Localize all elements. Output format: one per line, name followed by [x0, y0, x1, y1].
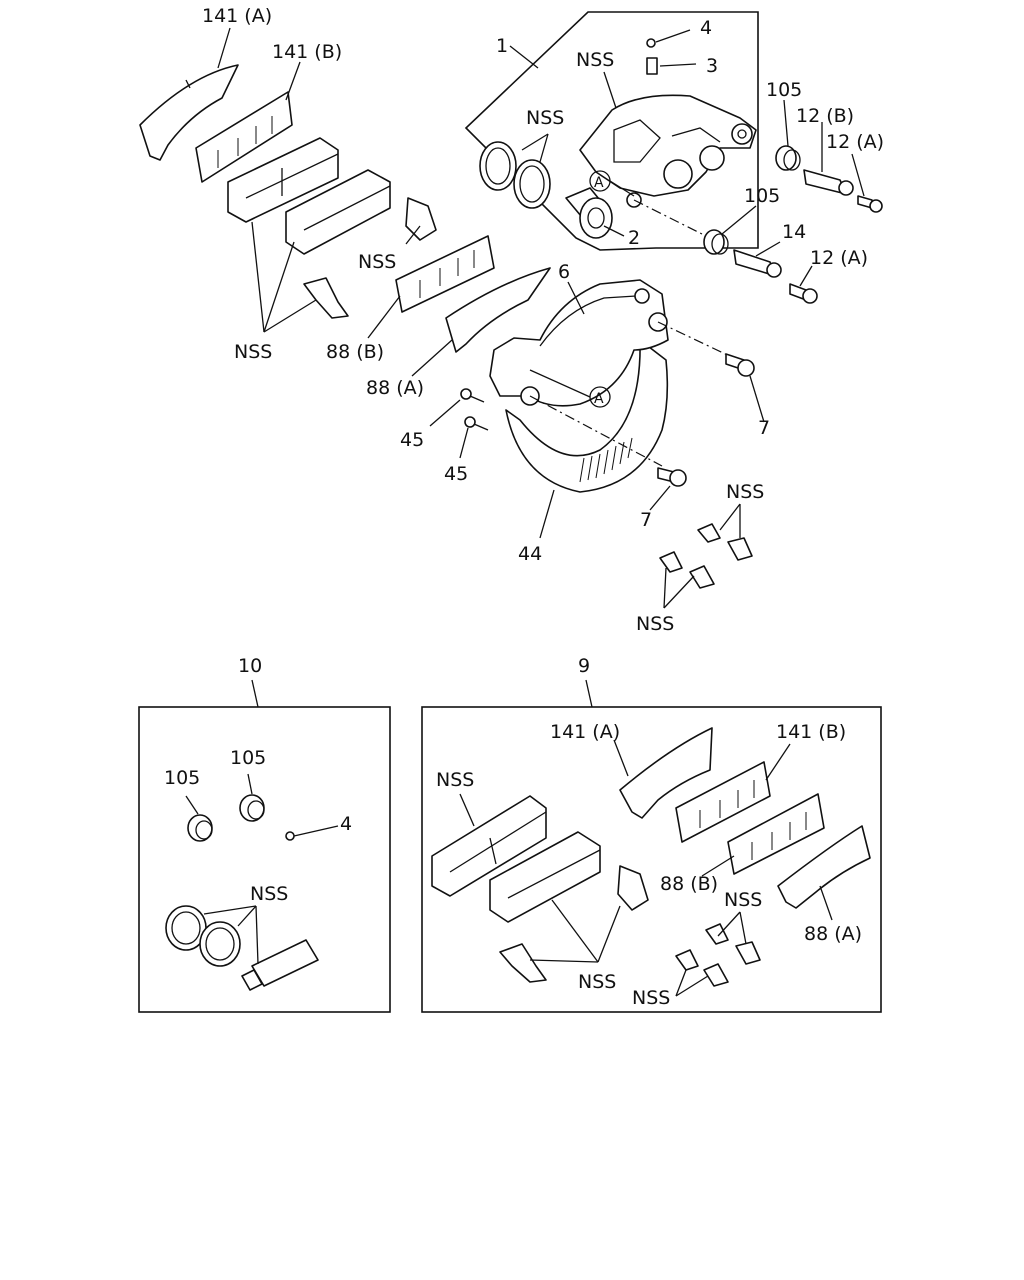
label-kit10-105a: 105 [164, 767, 200, 789]
label-44: 44 [518, 543, 542, 565]
kit10-grease-tube [241, 939, 319, 991]
callout-labels: 141 (A) 141 (B) 1 4 3 NSS NSS 105 12 (B)… [164, 5, 884, 1009]
label-12b: 12 (B) [796, 105, 854, 127]
kit10-cap-4 [285, 831, 295, 841]
label-105-mid: 105 [744, 185, 780, 207]
shield-bolt-45-upper [460, 388, 485, 403]
shim-88b-top [395, 235, 495, 313]
kit9-shim-88b [727, 793, 825, 875]
label-kit9-141a: 141 (A) [550, 721, 620, 743]
label-88b-top: 88 (B) [326, 341, 384, 363]
kit9-shim-88a [777, 825, 871, 909]
label-88a-top: 88 (A) [366, 377, 424, 399]
bleeder-cap [646, 38, 656, 48]
shim-141b-top [195, 91, 293, 183]
dust-shield-44 [505, 339, 669, 493]
kit9-shim-141a [619, 727, 713, 819]
kit9-leaders [459, 739, 833, 997]
kit10-boot-105a [187, 814, 213, 842]
label-12a-top: 12 (A) [826, 131, 884, 153]
label-nss-clip-top: NSS [358, 251, 396, 273]
label-kit10-4: 4 [340, 813, 352, 835]
label-14: 14 [782, 221, 806, 243]
pad-clips-right-upper [697, 523, 753, 561]
bracket-bolt-7-right [725, 353, 755, 377]
label-7-lower: 7 [640, 509, 652, 531]
label-45-upper: 45 [400, 429, 424, 451]
leader-lines-top [217, 27, 865, 609]
label-nss-pads-left: NSS [234, 341, 272, 363]
piston-seal-ring-1 [479, 141, 517, 191]
centerline-lower-1 [657, 321, 739, 361]
label-4-top: 4 [700, 17, 712, 39]
label-kit9-nss-pads: NSS [436, 769, 474, 791]
label-2: 2 [628, 227, 640, 249]
centerline-upper [633, 199, 715, 241]
label-3: 3 [706, 55, 718, 77]
brake-pad-outer-top [227, 137, 339, 223]
shim-88a-top [445, 267, 551, 353]
kit9-pad-inner [489, 831, 601, 923]
pad-clip-top [405, 197, 437, 241]
centerline-lower-2 [529, 395, 663, 467]
label-kit9-nss-clip: NSS [724, 889, 762, 911]
pad-clips-right-lower [659, 551, 715, 589]
kit9-shim-141b [675, 761, 771, 843]
pin-boot-105-top [775, 145, 801, 171]
label-kit9-nss-low1: NSS [578, 971, 616, 993]
brake-pad-inner-top [285, 169, 391, 255]
label-1: 1 [496, 35, 508, 57]
kit-9-box [421, 706, 882, 1013]
label-kit9-88b: 88 (B) [660, 873, 718, 895]
kit-10-box [138, 706, 391, 1013]
piston-seal-ring-2 [513, 159, 551, 209]
kit-10-leader [251, 679, 259, 708]
label-kit10-105b: 105 [230, 747, 266, 769]
label-45-lower: 45 [444, 463, 468, 485]
kit9-small-clips-lower [675, 949, 729, 987]
bolt-12a-top [857, 195, 883, 213]
kit10-leaders [185, 773, 339, 965]
kit10-boot-105b [239, 794, 265, 822]
label-nss-seals: NSS [526, 107, 564, 129]
label-kit-10: 10 [238, 655, 262, 677]
pad-clip-lower-left [303, 277, 349, 319]
label-nss-clips-r2: NSS [636, 613, 674, 635]
label-ref-a2: A [594, 391, 604, 407]
guide-pin-12b [803, 169, 854, 196]
pin-boot-105-mid [703, 229, 729, 255]
kit10-seal-2 [199, 921, 241, 967]
bleeder-screw [646, 57, 658, 75]
bracket-bolt-7-lower [657, 467, 687, 487]
label-kit10-nss: NSS [250, 883, 288, 905]
kit-9-leader [585, 679, 593, 708]
guide-pin-14 [733, 249, 782, 278]
label-nss-caliper: NSS [576, 49, 614, 71]
label-12a-mid: 12 (A) [810, 247, 868, 269]
label-6: 6 [558, 261, 570, 283]
kit9-pad-clip-lower-left [499, 943, 547, 983]
label-kit9-88a: 88 (A) [804, 923, 862, 945]
kit9-pad-outer [431, 795, 547, 897]
bolt-12a-mid [789, 283, 818, 304]
label-ref-a1: A [594, 175, 604, 191]
label-141b-top: 141 (B) [272, 41, 342, 63]
shield-bolt-45-lower [464, 416, 489, 431]
caliper-body [579, 94, 757, 197]
shim-141a-top [139, 64, 239, 161]
label-105-top: 105 [766, 79, 802, 101]
kit9-pad-clip [617, 865, 649, 911]
kit9-small-clips-upper [705, 923, 761, 965]
label-kit9-141b: 141 (B) [776, 721, 846, 743]
label-7-right: 7 [758, 417, 770, 439]
label-nss-clips-r1: NSS [726, 481, 764, 503]
caliper-piston [565, 187, 613, 239]
label-kit-9: 9 [578, 655, 590, 677]
label-kit9-nss-low2: NSS [632, 987, 670, 1009]
label-141a-top: 141 (A) [202, 5, 272, 27]
